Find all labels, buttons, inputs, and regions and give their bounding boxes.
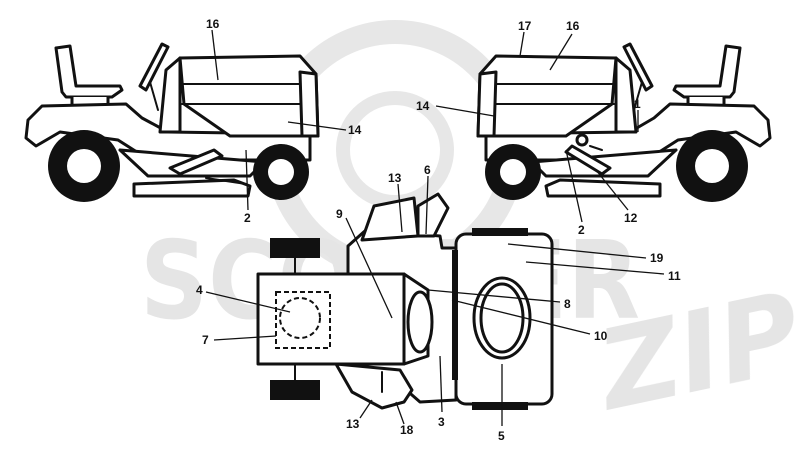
- dash-panel-right: [614, 56, 638, 134]
- mower-left-side-view: [24, 42, 320, 202]
- leader-14-left: [287, 121, 347, 131]
- callout-8: 8: [564, 297, 571, 311]
- callout-18: 18: [400, 423, 414, 437]
- steering-wheel-left: [138, 42, 170, 92]
- callout-11: 11: [668, 269, 681, 283]
- callout-7: 7: [202, 333, 209, 347]
- leader-11: [525, 261, 665, 275]
- leader-10: [451, 299, 591, 335]
- rear-wheel-top-lower: [270, 380, 320, 400]
- leader-16-left: [211, 29, 219, 81]
- watermark-eye: [336, 91, 454, 209]
- leader-3: [439, 355, 443, 413]
- callout-labels: 16 14 2 17 16 14 1 2 12 13 6 9 19 11 4 8…: [196, 17, 681, 443]
- top-deck-lower: [334, 362, 414, 410]
- top-seat-circle: [279, 297, 321, 339]
- front-hub-left: [268, 159, 294, 185]
- lever-knob-right: [575, 133, 589, 147]
- leader-14-right: [435, 105, 495, 117]
- seat-right: [672, 44, 742, 99]
- leader-8: [427, 289, 561, 303]
- mower-deck-right: [544, 178, 662, 198]
- mower-top-view: [256, 192, 554, 410]
- callout-13-upper: 13: [388, 171, 402, 185]
- callout-14-left: 14: [348, 123, 362, 137]
- callout-13-lower: 13: [346, 417, 360, 431]
- top-hood-tread-upper: [472, 228, 528, 236]
- hood-left: [178, 54, 320, 138]
- grille-right: [476, 70, 498, 138]
- rear-wheel-top-upper: [270, 238, 320, 258]
- steering-wheel-right: [622, 42, 654, 92]
- steering-column-left: [149, 81, 159, 111]
- callout-16-left: 16: [206, 17, 220, 31]
- callout-10: 10: [594, 329, 608, 343]
- grille-left: [298, 70, 320, 138]
- top-seat-dashed: [275, 291, 331, 349]
- leader-18: [395, 401, 405, 425]
- leader-6: [425, 175, 429, 235]
- seat-left: [54, 44, 124, 99]
- leader-12: [595, 169, 629, 211]
- top-hood-edge: [452, 250, 458, 380]
- callout-6: 6: [424, 163, 431, 177]
- callout-19: 19: [650, 251, 664, 265]
- front-hub-right: [500, 159, 526, 185]
- lever-link-right: [589, 145, 603, 151]
- leader-lines: [205, 29, 665, 426]
- top-hood-tread-lower: [472, 402, 528, 410]
- leader-4: [205, 291, 291, 313]
- top-steering-oval: [406, 290, 434, 354]
- rear-hub-left: [67, 149, 101, 183]
- dash-panel-left: [158, 56, 182, 134]
- leader-9: [345, 217, 393, 319]
- mower-right-side-view: [476, 42, 772, 202]
- callout-4: 4: [196, 283, 203, 297]
- leader-19: [507, 243, 647, 259]
- leader-2-left: [245, 149, 249, 211]
- leader-16-right: [549, 33, 573, 71]
- top-chute-flap: [416, 192, 450, 238]
- callout-12: 12: [624, 211, 638, 225]
- leader-13-upper: [397, 183, 403, 233]
- callout-16-right: 16: [566, 19, 580, 33]
- deck-chute-left: [205, 177, 247, 185]
- top-chute-upper: [360, 196, 420, 242]
- top-front-wheel-inner: [479, 282, 525, 354]
- callout-14-right: 14: [416, 99, 430, 113]
- leader-2-right: [565, 149, 583, 223]
- callout-17: 17: [518, 19, 532, 33]
- rear-hub-right: [695, 149, 729, 183]
- callout-2-right: 2: [578, 223, 585, 237]
- callout-2-left: 2: [244, 211, 251, 225]
- callout-1: 1: [634, 97, 641, 111]
- callout-9: 9: [336, 207, 343, 221]
- callout-5: 5: [498, 429, 505, 443]
- leader-17: [519, 31, 525, 57]
- callout-3: 3: [438, 415, 445, 429]
- leader-13-lower: [359, 399, 373, 419]
- leader-7: [213, 335, 277, 341]
- hood-right: [476, 54, 618, 138]
- lift-lever-left: [168, 148, 224, 176]
- steering-column-right: [633, 81, 643, 111]
